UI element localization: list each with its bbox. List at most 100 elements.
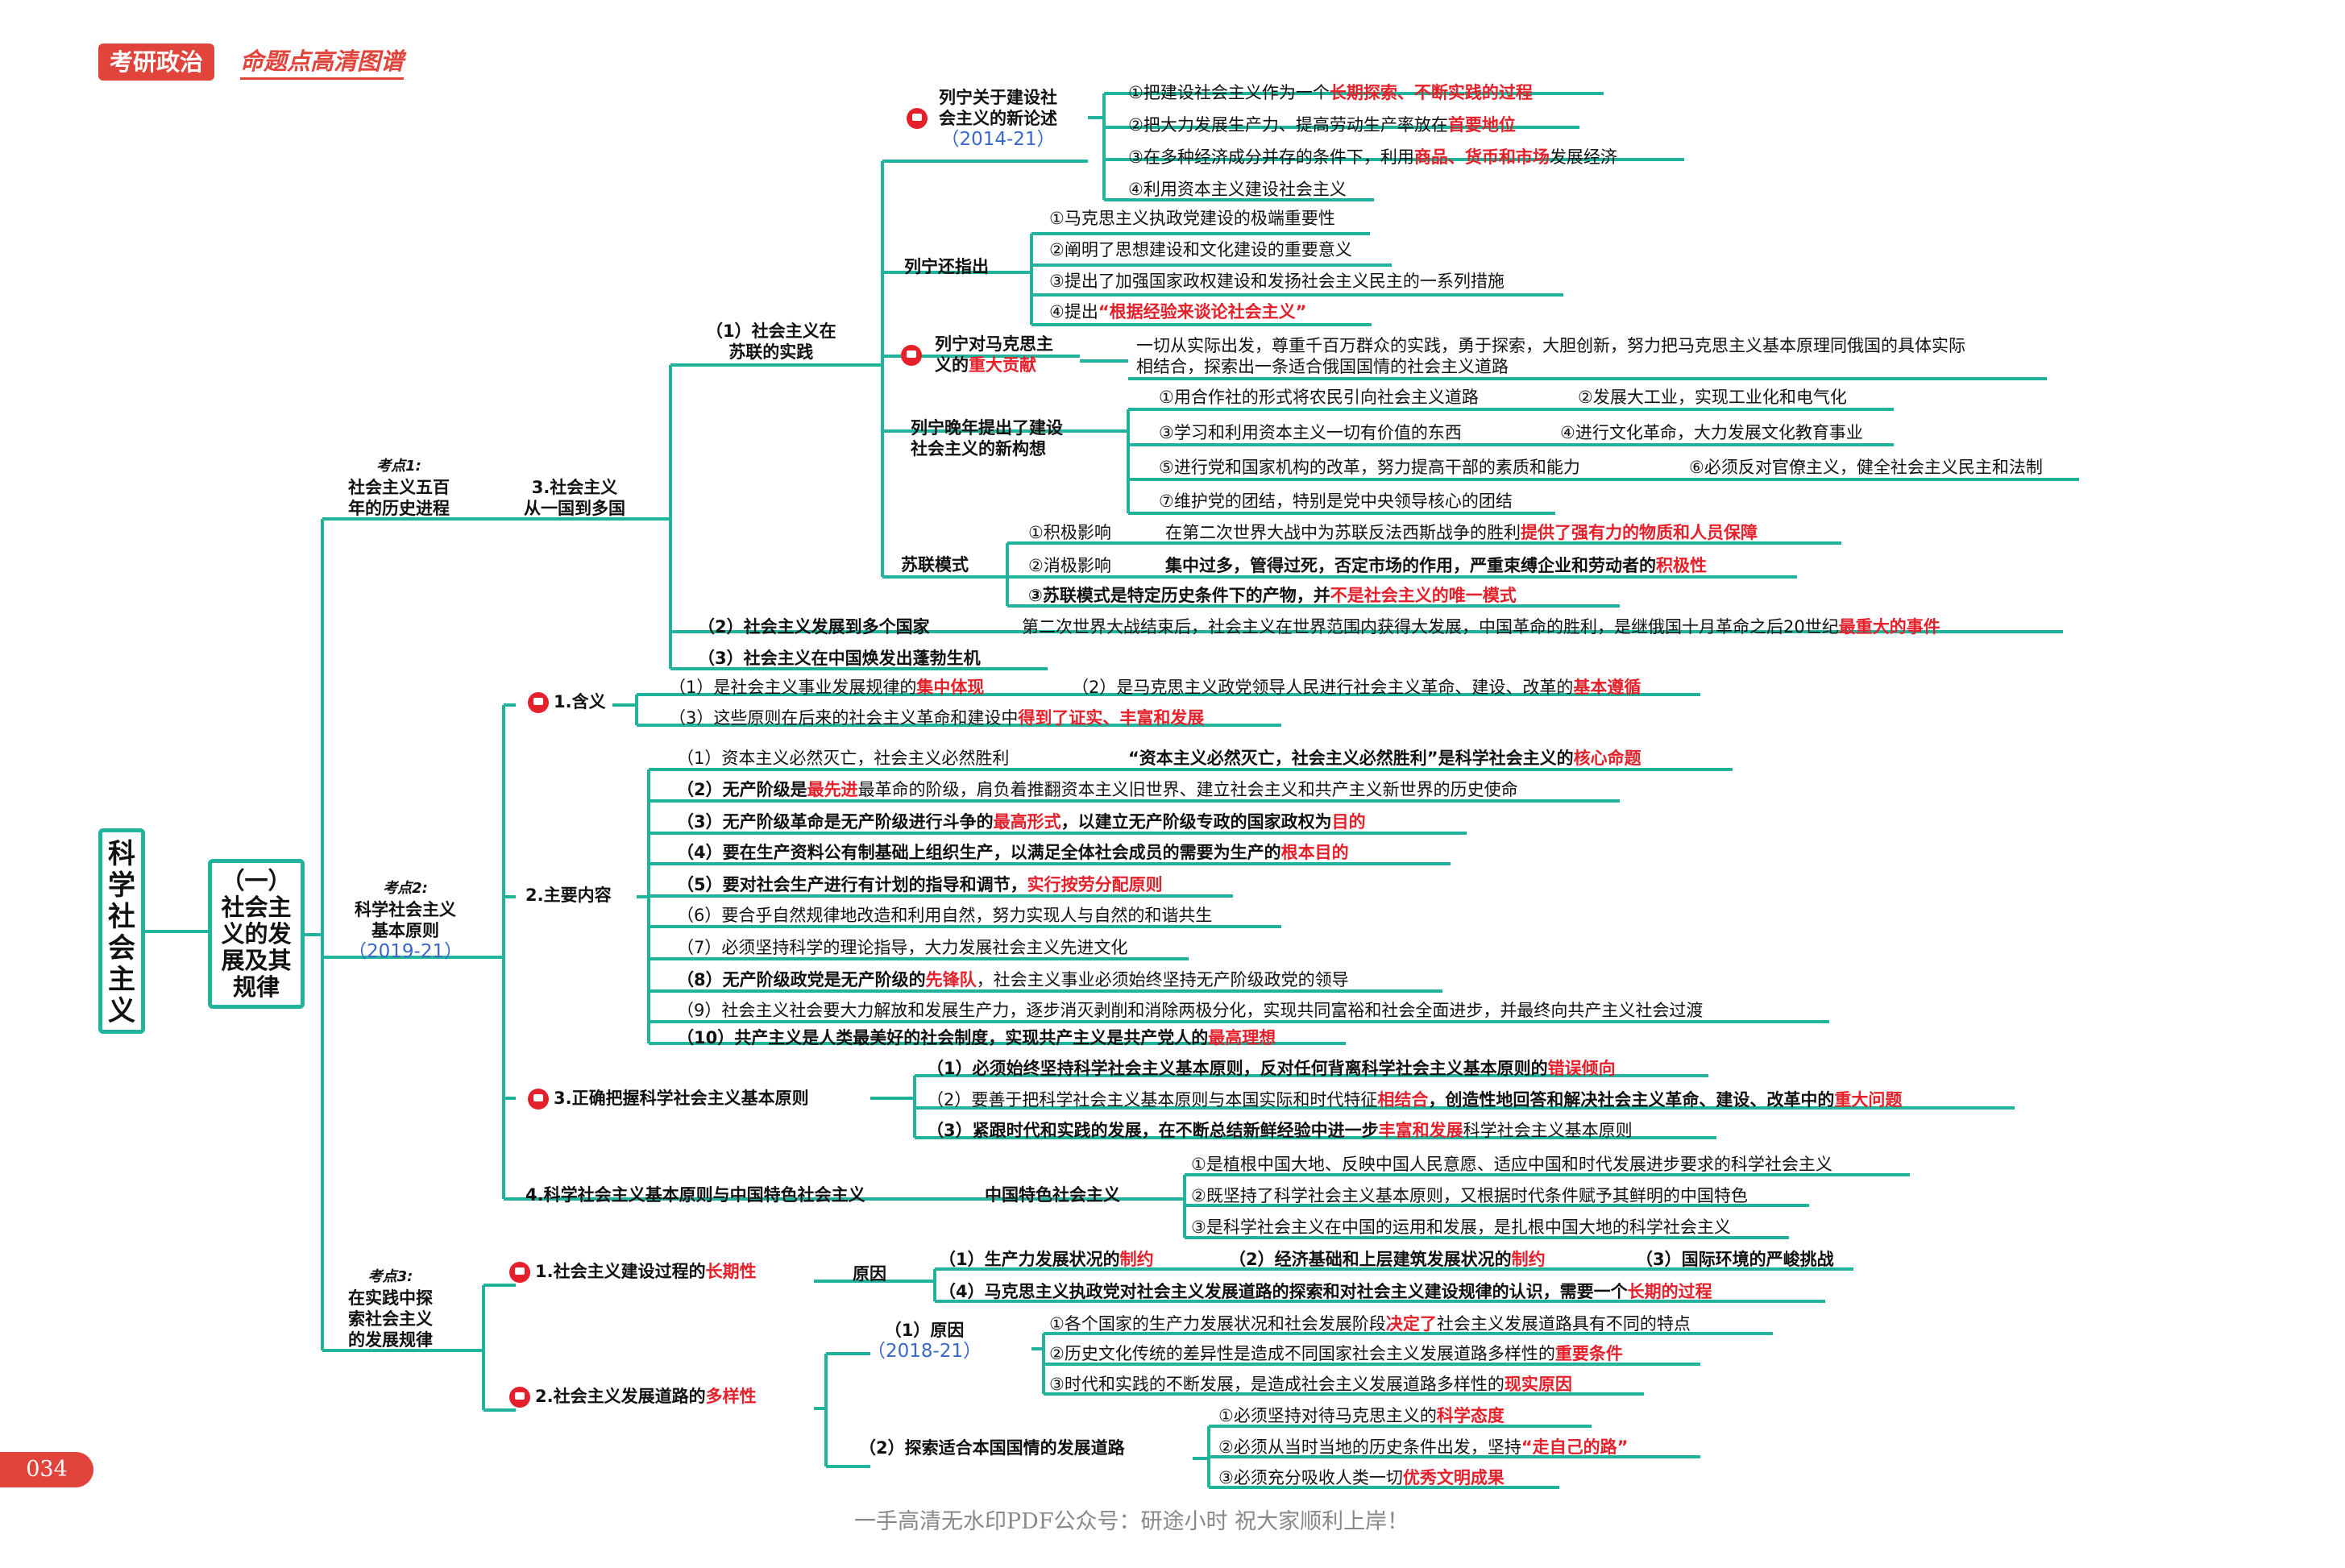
highlight: 目的 xyxy=(1331,812,1366,832)
m3-item2: （2）要善于把科学社会主义基本原则与本国实际和时代特征相结合，创造性地回答和解决… xyxy=(927,1089,1902,1110)
kd1-title1: 社会主义五百 xyxy=(348,478,450,497)
text: ③时代和实践的不断发展，是造成社会主义发展道路多样性的 xyxy=(1049,1375,1505,1394)
line-s3 xyxy=(669,363,1048,670)
text: （2）经济基础和上层建筑发展状况的 xyxy=(1229,1250,1512,1269)
highlight: 实行按劳分配原则 xyxy=(1027,875,1163,894)
kd2-title2: 基本原则 xyxy=(371,921,440,940)
m3-title: 3.正确把握科学社会主义基本原则 xyxy=(528,1088,809,1110)
highlight: 相结合 xyxy=(1377,1090,1429,1110)
m2-item6: （6）要合乎自然规律地改造和利用自然，努力实现人与自然的和谐共生 xyxy=(677,906,1213,925)
text: （3）紧跟时代和实践的发展，在不断总结新鲜经验中进一步 xyxy=(927,1121,1379,1140)
soviet-p3: ③苏联模式是特定历史条件下的产物，并不是社会主义的唯一模式 xyxy=(1028,585,1517,606)
text: 科学社会主义基本原则 xyxy=(1463,1121,1633,1140)
text: （8）无产阶级政党是无产阶级的 xyxy=(677,970,926,989)
highlight: 最先进 xyxy=(807,780,858,799)
text: ①必须坚持对待马克思主义的 xyxy=(1218,1406,1437,1425)
highlight: 决定了 xyxy=(1385,1314,1437,1334)
highlight: 制约 xyxy=(1511,1250,1546,1269)
highlight: 得到了证实、丰富和发展 xyxy=(1018,708,1205,728)
lenin4-item1: ①用合作社的形式将农民引向社会主义道路 xyxy=(1159,388,1479,407)
m4-item1: ①是植根中国大地、反映中国人民意愿、适应中国和时代发展进步要求的科学社会主义 xyxy=(1191,1155,1832,1174)
brand-tag: 考研政治 xyxy=(98,44,215,81)
lenin2-item4: ④提出“根据经验来谈论社会主义” xyxy=(1049,301,1306,322)
kd3-title2: 索社会主义 xyxy=(348,1309,433,1329)
text: （3）这些原则在后来的社会主义革命和建设中 xyxy=(669,708,1019,728)
highlight: 优秀文明成果 xyxy=(1402,1468,1505,1487)
kd3-title1: 在实践中探 xyxy=(348,1288,433,1308)
text: 发展经济 xyxy=(1549,147,1617,167)
text: ，以建立无产阶级专政的国家政权为 xyxy=(1060,812,1332,832)
highlight: 长期的过程 xyxy=(1627,1282,1712,1301)
n2-p1: ①必须坚持对待马克思主义的科学态度 xyxy=(1218,1405,1505,1426)
soviet-p1-desc: 在第二次世界大战中为苏联反法西斯战争的胜利提供了强有力的物质和人员保障 xyxy=(1165,522,1758,543)
kd1-title2: 年的历史进程 xyxy=(348,499,450,518)
n2-reason-node: （1）原因 （2018-21） xyxy=(867,1320,982,1362)
text: ③苏联模式是特定历史条件下的产物，并 xyxy=(1028,586,1330,605)
s3-t1: 3.社会主义 xyxy=(531,478,618,497)
lenin2-title: 列宁还指出 xyxy=(904,257,989,276)
lenin3-desc1: 一切从实际出发，尊重千百万群众的实践，勇于探索，大胆创新，努力把马克思主义基本原… xyxy=(1136,336,1965,355)
s33-title: （3）社会主义在中国焕发出蓬勃生机 xyxy=(698,649,981,668)
lenin4-item6: ⑥必须反对官僚主义，健全社会主义民主和法制 xyxy=(1689,458,2043,477)
text: （2）是马克思主义政党领导人民进行社会主义革命、建设、改革的 xyxy=(1072,678,1574,697)
text: （10）共产主义是人类最美好的社会制度，实现共产主义是共产党人的 xyxy=(677,1028,1209,1047)
highlight: 多样性 xyxy=(705,1387,757,1406)
kd3-title3: 的发展规律 xyxy=(348,1330,433,1350)
s31-t2: 苏联的实践 xyxy=(728,342,814,362)
text: （1）生产力发展状况的 xyxy=(939,1250,1120,1269)
text: （4）要在生产资料公有制基础上组织生产，以满足全体社会成员的需要为生产的 xyxy=(677,843,1281,862)
m2-item7: （7）必须坚持科学的理论指导，大力发展社会主义先进文化 xyxy=(677,938,1128,957)
footer-text: 一手高清无水印PDF公众号：研途小时 祝大家顺利上岸！ xyxy=(854,1509,1409,1534)
kd1-label: 考点1: xyxy=(376,458,421,475)
text: （4）马克思主义执政党对社会主义发展道路的探索和对社会主义建设规律的认识，需要一… xyxy=(939,1282,1628,1301)
line-m1 xyxy=(612,693,1700,727)
m2-item1-desc: “资本主义必然灭亡，社会主义必然胜利”是科学社会主义的核心命题 xyxy=(1128,748,1642,769)
n1-item2: （2）经济基础和上层建筑发展状况的制约 xyxy=(1229,1249,1546,1270)
text: ②历史文化传统的差异性是造成不同国家社会主义发展道路多样性的 xyxy=(1049,1344,1555,1363)
line-l1 xyxy=(305,517,447,1352)
lenin4-item2: ②发展大工业，实现工业化和电气化 xyxy=(1578,388,1847,407)
lenin4-item3: ③学习和利用资本主义一切有价值的东西 xyxy=(1159,423,1462,442)
soviet-title: 苏联模式 xyxy=(901,555,969,575)
line-lenin4 xyxy=(1080,408,2079,515)
highlight: 错误倾向 xyxy=(1547,1059,1616,1078)
highlight: 重要条件 xyxy=(1554,1344,1623,1363)
text: 2.社会主义发展道路的 xyxy=(535,1387,706,1406)
line-m2 xyxy=(637,768,1829,1045)
lenin4-item4: ④进行文化革命，大力发展文化教育事业 xyxy=(1560,423,1863,442)
highlight: 重大问题 xyxy=(1834,1090,1903,1110)
page-number: 034 xyxy=(0,1452,93,1487)
brand-subtitle: 命题点高清图谱 xyxy=(240,45,405,80)
highlight: 基本遵循 xyxy=(1573,678,1642,697)
lenin1-t1: 列宁关于建设社 xyxy=(939,88,1057,107)
highlight: 制约 xyxy=(1119,1250,1154,1269)
line-soviet xyxy=(886,541,1841,608)
text: ④提出 xyxy=(1049,302,1098,321)
highlight: 最高形式 xyxy=(993,812,1061,832)
text: （1）是社会主义事业发展规律的 xyxy=(669,678,917,697)
flag-icon xyxy=(901,345,922,366)
text: 最革命的阶级，肩负着推翻资本主义旧世界、建立社会主义和共产主义新世界的历史使命 xyxy=(857,780,1518,799)
text: （1）必须始终坚持科学社会主义基本原则，反对任何背离科学社会主义基本原则的 xyxy=(927,1059,1548,1078)
kd3-node: 考点3: 在实践中探 索社会主义 的发展规律 xyxy=(348,1267,433,1350)
m1-item3: （3）这些原则在后来的社会主义革命和建设中得到了证实、丰富和发展 xyxy=(669,707,1204,728)
soviet-p2-desc: 集中过多，管得过死，否定市场的作用，严重束缚企业和劳动者的积极性 xyxy=(1165,555,1707,576)
highlight: 丰富和发展 xyxy=(1378,1121,1463,1140)
text: ，创造性地回答和解决社会主义革命、建设、改革中的 xyxy=(1428,1090,1835,1110)
n1-sub: 原因 xyxy=(853,1264,886,1284)
m2-title: 2.主要内容 xyxy=(525,886,612,905)
lenin2-item3: ③提出了加强国家政权建设和发扬社会主义民主的一系列措施 xyxy=(1049,272,1505,291)
text: ①各个国家的生产力发展状况和社会发展阶段 xyxy=(1049,1314,1386,1334)
m1-item1: （1）是社会主义事业发展规律的集中体现 xyxy=(669,677,984,698)
text: （3）无产阶级革命是无产阶级进行斗争的 xyxy=(677,812,994,832)
lenin1-item3: ③在多种经济成分并存的条件下，利用商品、货币和市场发展经济 xyxy=(1128,147,1617,168)
n1-item1: （1）生产力发展状况的制约 xyxy=(939,1249,1154,1270)
m2-item9: （9）社会主义社会要大力解放和发展生产力，逐步消灭剥削和消除两极分化，实现共同富… xyxy=(677,1001,1704,1020)
n2-p2: ②必须从当时当地的历史条件出发，坚持“走自己的路” xyxy=(1218,1437,1628,1458)
s32-desc: 第二次世界大战结束后，社会主义在世界范围内获得大发展，中国革命的胜利，是继俄国十… xyxy=(1022,616,1940,637)
text: 3.正确把握科学社会主义基本原则 xyxy=(554,1089,809,1108)
m2-item4: （4）要在生产资料公有制基础上组织生产，以满足全体社会成员的需要为生产的根本目的 xyxy=(677,842,1349,863)
line-s31 xyxy=(878,160,1088,579)
text: 1.社会主义建设过程的 xyxy=(535,1262,706,1281)
text: 第二次世界大战结束后，社会主义在世界范围内获得大发展，中国革命的胜利，是继俄国十… xyxy=(1022,617,1839,637)
